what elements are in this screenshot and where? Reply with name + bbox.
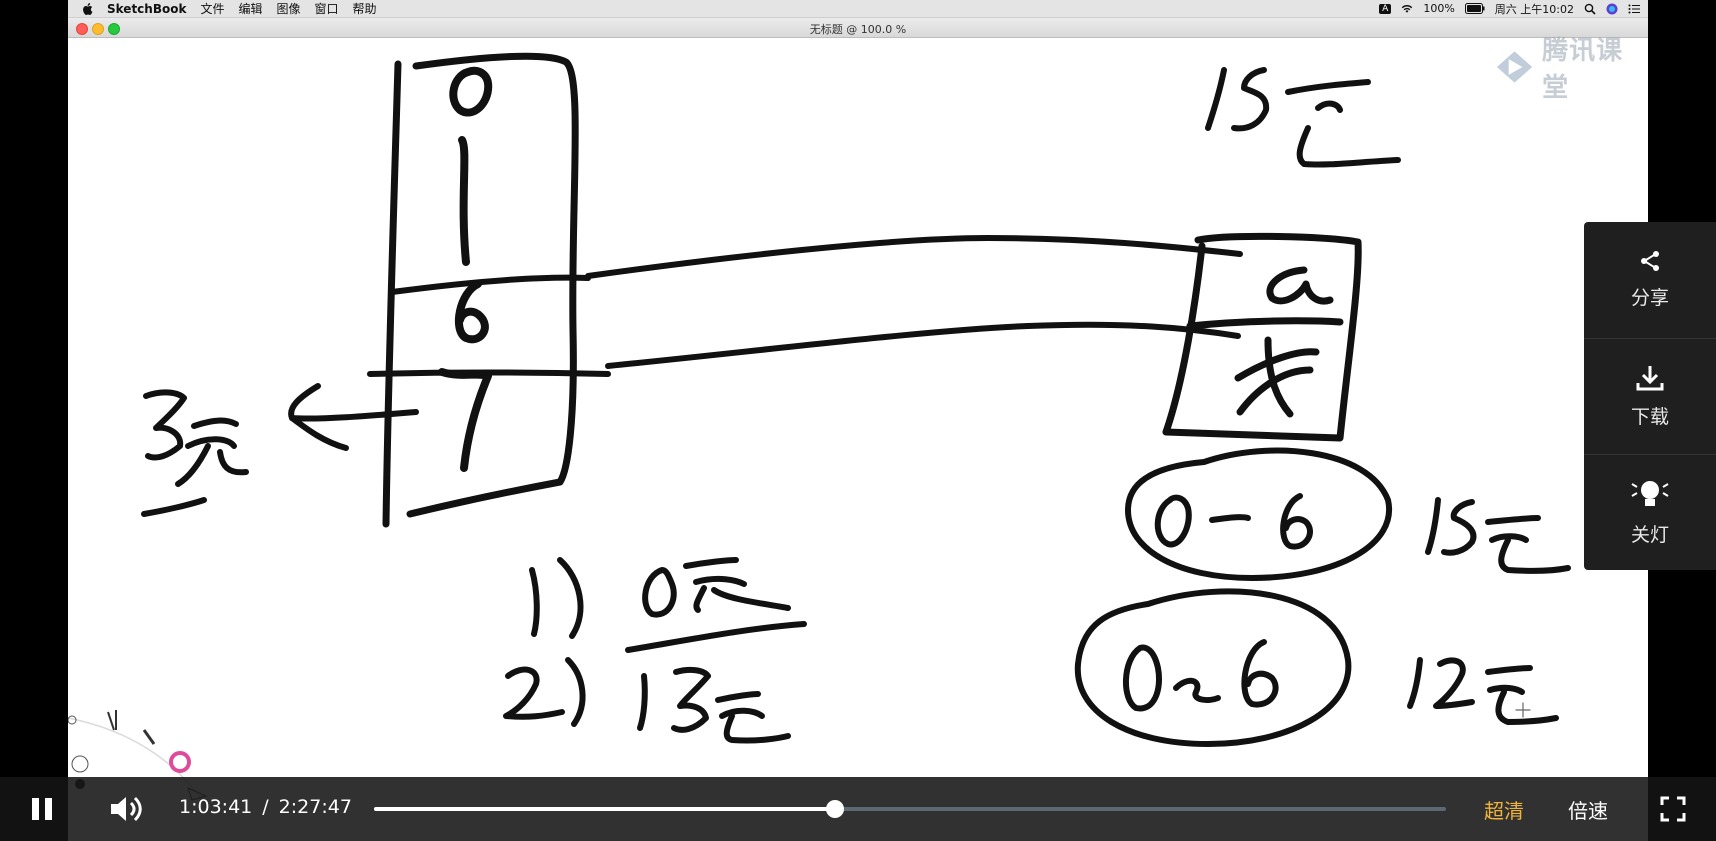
player-side-panel: 分享 下载 关灯	[1584, 222, 1716, 570]
menu-window[interactable]: 窗口	[314, 2, 339, 16]
lightbulb-icon	[1631, 480, 1669, 506]
tencent-classroom-watermark: 腾讯课堂	[1493, 30, 1648, 104]
download-label: 下载	[1630, 405, 1669, 428]
share-label: 分享	[1630, 286, 1669, 309]
menu-help[interactable]: 帮助	[352, 2, 377, 16]
menu-edit[interactable]: 编辑	[238, 2, 263, 16]
progress-played	[374, 807, 835, 811]
numbered-notes	[503, 557, 807, 744]
crosshair-cursor-icon	[1515, 702, 1531, 718]
top-price-note	[1205, 67, 1401, 168]
window-minimize-button[interactable]	[92, 23, 104, 35]
share-icon	[1641, 250, 1659, 271]
player-control-bar: 1:03:41 / 2:27:47 超清 倍速	[0, 777, 1716, 841]
array-digits	[438, 66, 493, 472]
siri-icon[interactable]	[1606, 3, 1618, 15]
lights-off-label: 关灯	[1630, 523, 1669, 546]
ellipse-0-6-drawing	[1125, 447, 1393, 581]
lagoon-brush-tool-icon[interactable]	[107, 710, 117, 731]
ellipse-0to6-drawing	[1074, 588, 1352, 747]
window-zoom-button[interactable]	[108, 23, 120, 35]
time-separator: /	[262, 796, 269, 818]
lagoon-settings-icon[interactable]	[68, 715, 77, 725]
total-time: 2:27:47	[278, 796, 352, 818]
time-display: 1:03:41 / 2:27:47	[179, 796, 352, 818]
volume-button[interactable]	[108, 793, 144, 825]
share-button[interactable]: 分享	[1584, 222, 1716, 336]
watermark-text: 腾讯课堂	[1542, 36, 1624, 103]
menu-clock[interactable]: 周六 上午10:02	[1494, 2, 1574, 16]
tencent-classroom-logo-icon	[1496, 51, 1533, 83]
menu-app-name[interactable]: SketchBook	[107, 1, 187, 16]
menu-image[interactable]: 图像	[276, 2, 301, 16]
fullscreen-icon	[1660, 796, 1686, 822]
apple-icon[interactable]	[82, 2, 93, 15]
wifi-icon[interactable]	[1401, 3, 1413, 15]
fullscreen-button[interactable]	[1660, 796, 1686, 822]
video-frame: SketchBook 文件 编辑 图像 窗口 帮助 A 100% 周六 上午10…	[68, 0, 1648, 841]
cache-box-drawing	[1162, 232, 1362, 442]
window-title: 无标题 @ 100.0 %	[809, 23, 907, 36]
pause-button[interactable]	[28, 795, 56, 823]
bridge-lines	[585, 235, 1243, 369]
current-time: 1:03:41	[179, 796, 253, 818]
pause-icon	[32, 798, 39, 820]
battery-percent: 100%	[1423, 2, 1455, 15]
volume-icon	[111, 796, 142, 822]
lagoon-pen-tool-icon[interactable]	[142, 729, 156, 745]
left-price-note	[141, 383, 419, 517]
menu-file[interactable]: 文件	[200, 2, 225, 16]
quality-button[interactable]: 超清	[1484, 799, 1524, 823]
playback-speed-button[interactable]: 倍速	[1568, 799, 1608, 823]
lagoon-color-wheel-icon[interactable]	[169, 751, 191, 773]
battery-icon[interactable]	[1464, 3, 1485, 14]
window-close-button[interactable]	[76, 23, 88, 35]
lights-off-button[interactable]: 关灯	[1584, 454, 1716, 569]
drawing-canvas[interactable]	[68, 0, 1648, 841]
ellipse1-price-note	[1425, 497, 1571, 574]
window-title-bar: 无标题 @ 100.0 %	[68, 18, 1648, 38]
spotlight-search-icon[interactable]	[1584, 3, 1596, 15]
download-button[interactable]: 下载	[1584, 338, 1716, 453]
ellipse2-price-note	[1407, 657, 1559, 725]
input-source-badge[interactable]: A	[1379, 3, 1392, 14]
progress-bar[interactable]	[374, 800, 1446, 818]
mac-menu-bar: SketchBook 文件 编辑 图像 窗口 帮助 A 100% 周六 上午10…	[68, 0, 1648, 18]
download-icon	[1636, 365, 1664, 390]
lagoon-copic-icon[interactable]	[71, 755, 89, 773]
notification-center-icon[interactable]	[1628, 3, 1640, 15]
progress-handle[interactable]	[825, 800, 844, 818]
